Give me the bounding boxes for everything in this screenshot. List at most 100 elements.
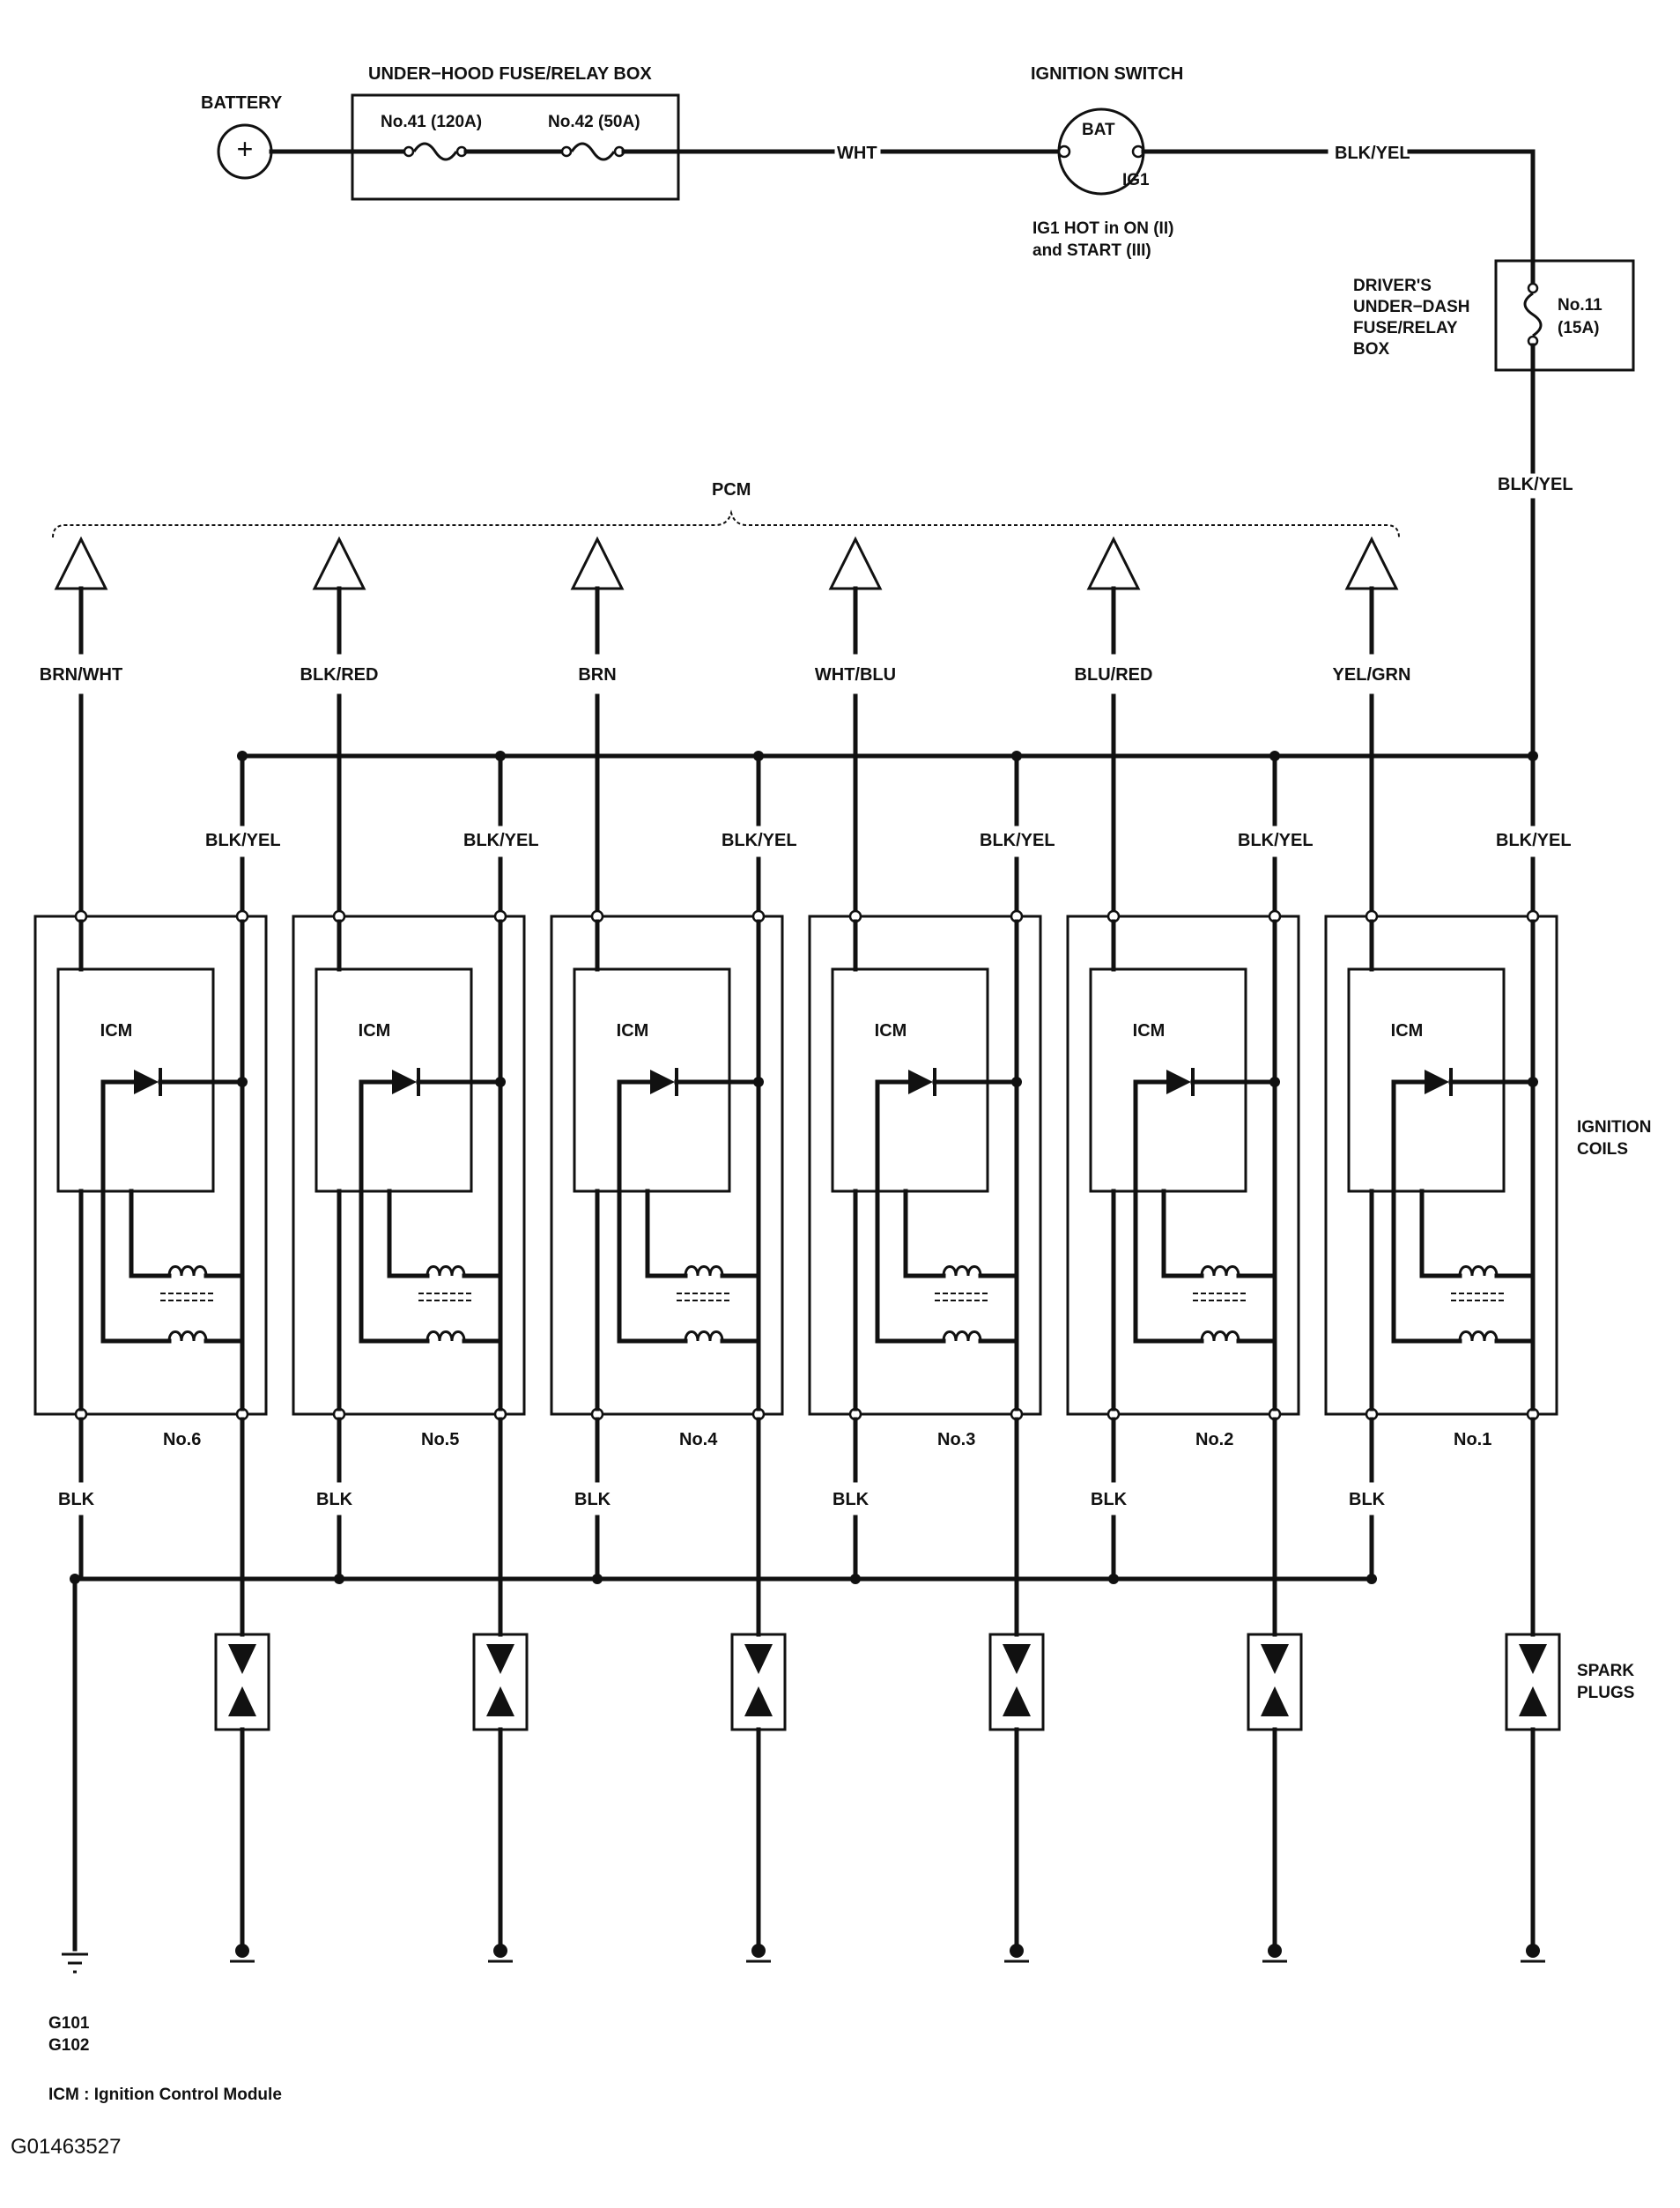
- feed-wire-label-1: BLK/YEL: [205, 831, 281, 850]
- primary-coil-icon-4: [942, 1265, 982, 1277]
- underhood-fuse-box: [351, 93, 680, 201]
- battery-label: BATTERY: [201, 93, 283, 113]
- pcm-wire-label-5: BLU/RED: [1075, 665, 1153, 685]
- diode-wire: [1133, 1079, 1169, 1324]
- diode-icon-4: [908, 1070, 933, 1094]
- underhood-box-label: UNDER−HOOD FUSE/RELAY BOX: [368, 64, 652, 84]
- primary-coil-wire: [1419, 1189, 1462, 1278]
- blk-label-4: BLK: [833, 1490, 870, 1509]
- pcm-connector-icon-1: [54, 536, 108, 590]
- blk-label-3: BLK: [574, 1490, 611, 1509]
- fuse-42-terminal-a: [560, 145, 573, 158]
- diode-wire: [875, 1079, 911, 1324]
- ignition-coil-box-1: [33, 915, 268, 1416]
- icm-label-4: ICM: [875, 1021, 907, 1041]
- coil-number-2: No.5: [421, 1430, 459, 1449]
- ignition-ig1-label: IG1: [1122, 171, 1150, 189]
- secondary-coil-wire: [1133, 1319, 1204, 1344]
- fuse-41-terminal-a: [403, 145, 415, 158]
- secondary-coil-icon-3: [684, 1330, 724, 1342]
- ignition-coil-box-3: [550, 915, 784, 1416]
- dash-fuse-icon: [1523, 292, 1543, 337]
- dash-box-label-line3: FUSE/RELAY: [1353, 319, 1458, 337]
- ignition-coil-box-6: [1324, 915, 1558, 1416]
- coil-number-4: No.3: [937, 1430, 975, 1449]
- icm-label-5: ICM: [1133, 1021, 1166, 1041]
- fuse-41-icon: [412, 142, 458, 161]
- dash-fuse-box: [1494, 259, 1635, 372]
- coil-number-3: No.4: [679, 1430, 718, 1449]
- secondary-coil-icon-1: [167, 1330, 208, 1342]
- secondary-coil-wire: [359, 1319, 430, 1344]
- battery-plus-symbol: +: [237, 133, 254, 165]
- blk-label-1: BLK: [58, 1490, 95, 1509]
- diode-icon-3: [650, 1070, 675, 1094]
- spark-plug-electrode-icon: [1261, 1686, 1289, 1716]
- icm-label-3: ICM: [617, 1021, 649, 1041]
- blk-label-6: BLK: [1349, 1490, 1386, 1509]
- spark-plug-ground-icon: [235, 1944, 249, 1958]
- dash-fuse-terminal-a: [1527, 282, 1539, 294]
- ignition-note-line2: and START (III): [1032, 241, 1151, 260]
- pcm-connector-icon-2: [312, 536, 366, 590]
- feed-wire-label-2: BLK/YEL: [463, 831, 539, 850]
- ignition-coil-box-4: [808, 915, 1042, 1416]
- diode-junction: [1269, 1077, 1280, 1087]
- spark-plug-ground-icon: [751, 1944, 766, 1958]
- primary-coil-icon-5: [1200, 1265, 1240, 1277]
- pcm-label: PCM: [712, 480, 751, 500]
- primary-coil-wire: [387, 1189, 430, 1278]
- primary-coil-wire: [645, 1189, 688, 1278]
- ignition-bat-label: BAT: [1082, 121, 1115, 139]
- pcm-connector-icon-4: [828, 536, 883, 590]
- ignition-coil-box-2: [292, 915, 526, 1416]
- spark-plug-ground-icon: [493, 1944, 507, 1958]
- diode-icon-6: [1425, 1070, 1449, 1094]
- secondary-coil-icon-2: [426, 1330, 466, 1342]
- feed-wire-label-4: BLK/YEL: [980, 831, 1055, 850]
- spark-plug-electrode-icon: [744, 1644, 773, 1674]
- diode-icon-5: [1166, 1070, 1191, 1094]
- fuse-42-label: No.42 (50A): [548, 113, 640, 131]
- diode-junction: [753, 1077, 764, 1087]
- figure-id: G01463527: [11, 2135, 121, 2159]
- diode-wire: [1391, 1079, 1427, 1324]
- dash-box-label-line1: DRIVER'S: [1353, 277, 1432, 295]
- dash-fuse-number: No.11: [1558, 296, 1602, 315]
- secondary-coil-wire: [617, 1319, 688, 1344]
- fuse-42-icon: [570, 142, 616, 161]
- pcm-connector-icon-6: [1344, 536, 1399, 590]
- pcm-connector-icon-5: [1086, 536, 1141, 590]
- wht-wire-label: WHT: [837, 144, 877, 163]
- secondary-coil-wire: [100, 1319, 172, 1344]
- diode-junction: [1011, 1077, 1022, 1087]
- diode-wire: [617, 1079, 653, 1324]
- icm-label-1: ICM: [100, 1021, 133, 1041]
- coil-number-1: No.6: [163, 1430, 201, 1449]
- spark-plug-electrode-icon: [228, 1644, 256, 1674]
- diode-junction: [1528, 1077, 1538, 1087]
- spark-plug-ground-icon: [1268, 1944, 1282, 1958]
- feed-wire-label-3: BLK/YEL: [722, 831, 797, 850]
- pcm-bracket: [52, 509, 1400, 538]
- blk-label-2: BLK: [316, 1490, 353, 1509]
- fuse-41-label: No.41 (120A): [381, 113, 482, 131]
- coil-number-5: No.2: [1195, 1430, 1233, 1449]
- primary-coil-icon-1: [167, 1265, 208, 1277]
- coil-number-6: No.1: [1454, 1430, 1491, 1449]
- primary-coil-icon-6: [1458, 1265, 1499, 1277]
- icm-label-6: ICM: [1391, 1021, 1424, 1041]
- pcm-wire-label-3: BRN: [578, 665, 616, 685]
- primary-coil-wire: [129, 1189, 172, 1278]
- ignition-switch-label: IGNITION SWITCH: [1031, 64, 1183, 84]
- spark-plug-electrode-icon: [744, 1686, 773, 1716]
- ignition-coil-box-5: [1066, 915, 1300, 1416]
- ground-bus-junction: [70, 1574, 80, 1584]
- spark-plug-electrode-icon: [1519, 1686, 1547, 1716]
- ignition-bat-terminal: [1057, 144, 1071, 159]
- secondary-coil-icon-4: [942, 1330, 982, 1342]
- spark-plug-electrode-icon: [486, 1644, 514, 1674]
